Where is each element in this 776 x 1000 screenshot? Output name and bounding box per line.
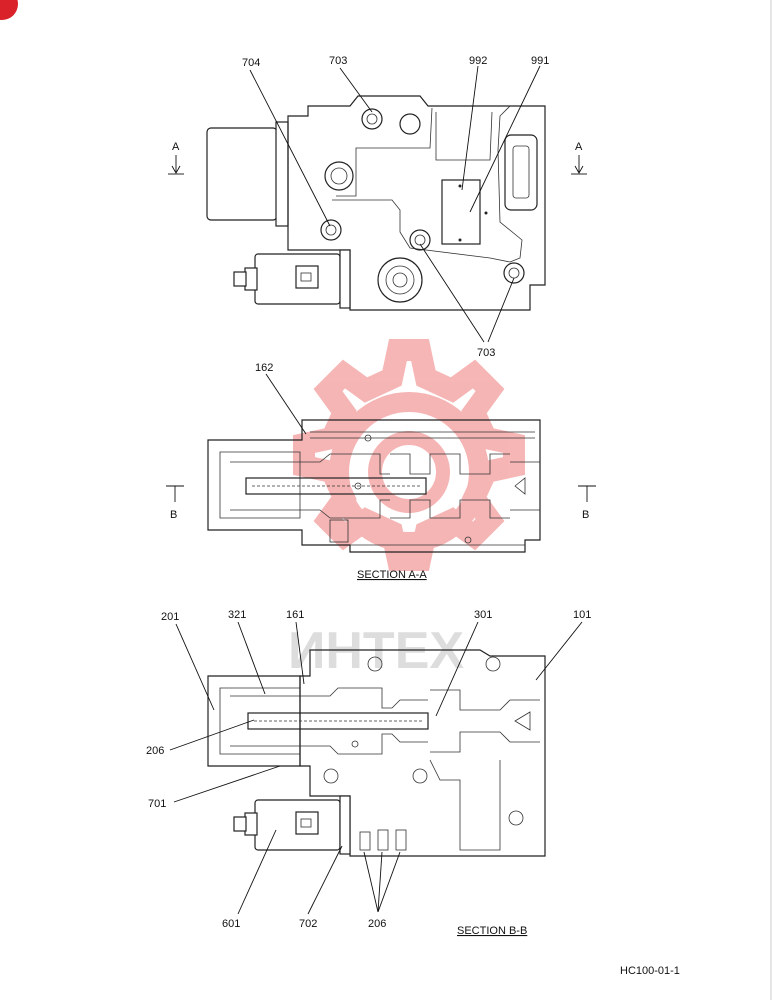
callout-992: 992 <box>469 55 487 67</box>
section-marker-b-left: B <box>166 485 184 521</box>
callout-702: 702 <box>299 918 317 930</box>
section-bb-callouts: 201 321 161 301 101 206 701 601 702 206 … <box>146 609 591 937</box>
bb-lower-solenoid <box>254 799 341 851</box>
watermark-logo <box>293 339 525 571</box>
callout-703-top: 703 <box>329 55 347 67</box>
section-bb-title: SECTION B-B <box>457 925 527 937</box>
svg-text:B: B <box>582 509 589 521</box>
callout-162: 162 <box>255 362 273 374</box>
callout-301: 301 <box>474 609 492 621</box>
watermark-text: ИНТЕХ <box>288 622 464 680</box>
svg-text:B: B <box>170 509 177 521</box>
section-aa-view <box>207 419 541 553</box>
callout-206-left: 206 <box>146 745 164 757</box>
section-aa-title: SECTION A-A <box>357 569 427 581</box>
svg-text:A: A <box>172 141 180 153</box>
section-aa-callouts: 162 SECTION A-A <box>255 362 427 581</box>
top-view <box>206 95 546 311</box>
callout-701: 701 <box>148 798 166 810</box>
drawing-number: HC100-01-1 <box>620 965 680 977</box>
top-view-callouts: 704 703 992 991 703 <box>242 55 549 359</box>
callout-991: 991 <box>531 55 549 67</box>
top-lower-solenoid <box>254 253 341 305</box>
svg-text:A: A <box>575 141 583 153</box>
section-bb-view <box>207 649 546 857</box>
callout-703-bottom: 703 <box>477 347 495 359</box>
callout-321: 321 <box>228 609 246 621</box>
callout-704: 704 <box>242 57 260 69</box>
section-marker-a-left: A <box>168 141 184 175</box>
top-solenoid-housing <box>206 127 278 221</box>
callout-206-bottom: 206 <box>368 918 386 930</box>
section-marker-a-right: A <box>571 141 587 175</box>
callout-601: 601 <box>222 918 240 930</box>
callout-161: 161 <box>286 609 304 621</box>
callout-101: 101 <box>573 609 591 621</box>
callout-201: 201 <box>161 611 179 623</box>
section-marker-b-right: B <box>578 485 596 521</box>
corner-badge <box>0 0 18 20</box>
